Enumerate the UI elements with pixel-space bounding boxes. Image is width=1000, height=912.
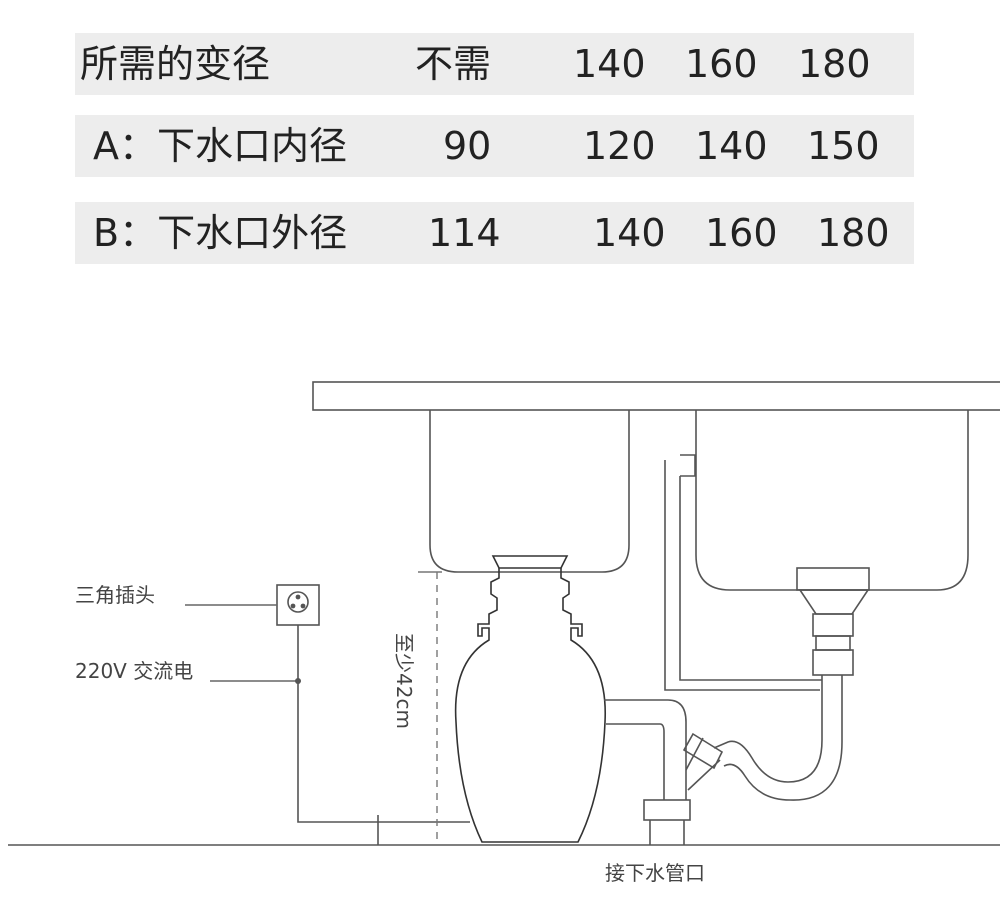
table-cell: 160 [685, 42, 758, 86]
table-cell: 150 [807, 124, 880, 168]
table-row-inner-diameter: A：下水口内径 90 120 140 150 [75, 115, 914, 177]
drain-coupler [643, 799, 691, 821]
socket-face [287, 591, 309, 613]
table-cell: 140 [695, 124, 768, 168]
table-row-outer-diameter: B：下水口外径 114 140 160 180 [75, 202, 914, 264]
socket-outlet [276, 584, 320, 626]
table-row-header: 所需的变径 不需 140 160 180 [75, 33, 914, 95]
table-cell: 不需 [415, 42, 492, 86]
right-drain-collar [812, 649, 854, 676]
table-cell: 90 [443, 124, 492, 168]
p-trap-outer [713, 675, 823, 783]
table-cell: 180 [817, 211, 890, 255]
y-connector [685, 737, 721, 791]
discharge-pipe [604, 699, 687, 800]
table-cell-label: 所需的变径 [80, 42, 271, 86]
right-sink-bowl [695, 410, 969, 591]
overflow-pipe [664, 460, 822, 691]
disposer-unit [454, 555, 606, 843]
y-connector-collar [682, 732, 724, 770]
height-dimension [418, 571, 442, 845]
socket-pins [290, 594, 306, 609]
right-drain-nut [812, 613, 854, 637]
discharge-pipe-inner [606, 723, 665, 800]
power-label: 220V 交流电 [75, 659, 193, 683]
drain-pipe [649, 820, 685, 845]
table-cell: 180 [798, 42, 871, 86]
left-sink-bowl [429, 410, 630, 573]
plug-label: 三角插头 [75, 583, 155, 607]
height-label: 至少42cm [392, 633, 416, 729]
table-cell: 114 [428, 211, 501, 255]
table-cell-label: B：下水口外径 [93, 211, 348, 255]
cable-joint [295, 678, 301, 684]
table-cell: 140 [573, 42, 646, 86]
power-cable [297, 625, 470, 823]
right-drain-funnel [798, 589, 870, 615]
p-trap-inner [723, 675, 843, 801]
right-drain-basket [796, 567, 870, 591]
table-cell: 120 [583, 124, 656, 168]
drain-label: 接下水管口 [605, 861, 705, 885]
countertop [312, 381, 1000, 411]
table-cell: 160 [705, 211, 778, 255]
right-drain-ring [815, 635, 851, 651]
table-cell-label: A：下水口内径 [93, 124, 347, 168]
overflow-fitting [680, 454, 696, 477]
table-cell: 140 [593, 211, 666, 255]
